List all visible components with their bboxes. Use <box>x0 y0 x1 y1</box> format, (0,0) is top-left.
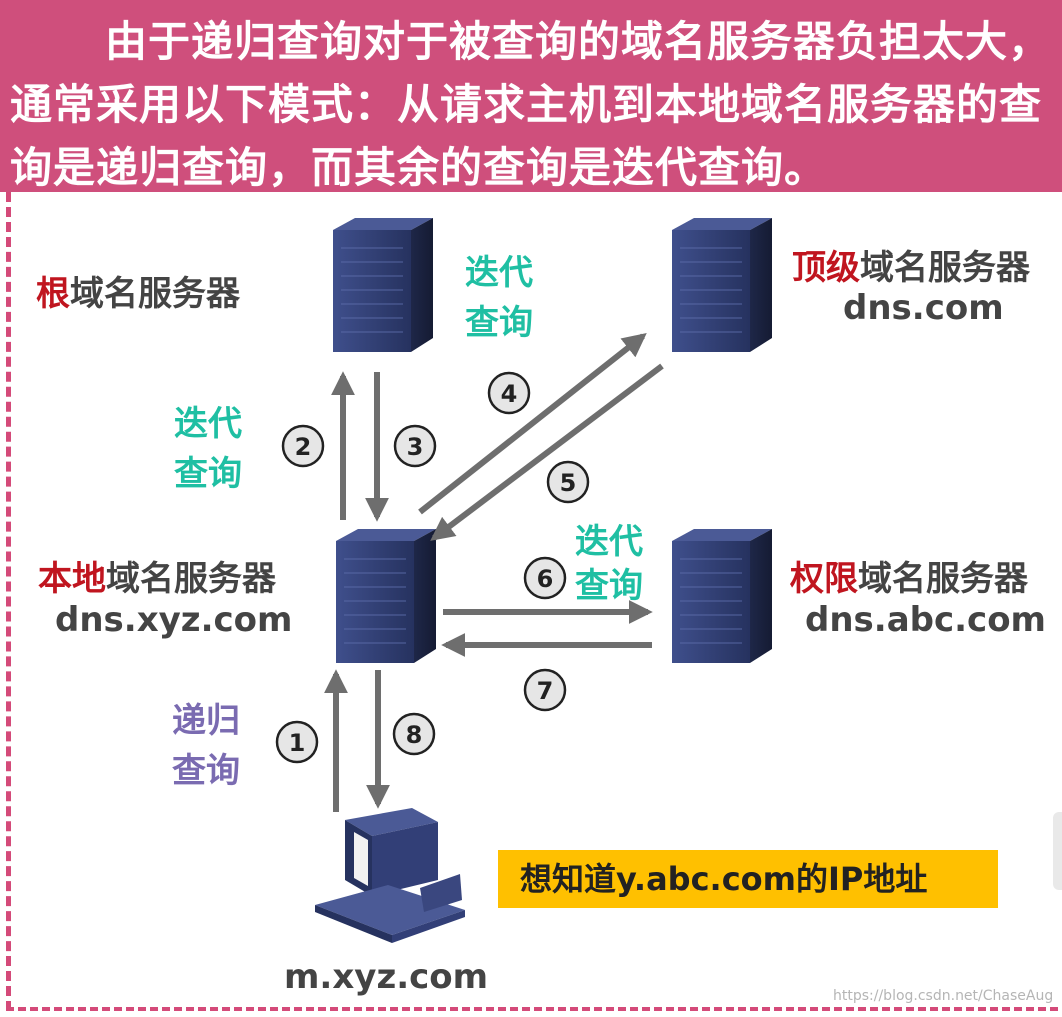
local-server-host: dns.xyz.com <box>55 600 293 640</box>
step-4-label: 4 <box>501 380 518 408</box>
iterative-query-auth-line2: 查询 <box>575 566 643 606</box>
iterative-query-top-line2: 查询 <box>465 303 533 343</box>
step-7-label: 7 <box>537 677 554 705</box>
step-5-label: 5 <box>560 469 577 497</box>
recursive-query-line1: 递归 <box>172 701 240 741</box>
recursive-query-label: 递归 查询 <box>172 696 240 796</box>
header-banner: 由于递归查询对于被查询的域名服务器负担太大，通常采用以下模式：从请求主机到本地域… <box>0 0 1062 192</box>
step-4-marker: 4 <box>487 371 531 415</box>
iterative-query-label-auth: 迭代 查询 <box>575 520 643 608</box>
iterative-query-label-top: 迭代 查询 <box>465 248 533 348</box>
iterative-query-root-line1: 迭代 <box>174 404 242 444</box>
auth-server-highlight: 权限 <box>790 559 858 599</box>
local-server-icon <box>335 528 437 664</box>
tld-server-icon <box>671 217 773 353</box>
step-3-marker: 3 <box>393 424 437 468</box>
root-server-suffix: 域名服务器 <box>70 274 240 314</box>
local-server-label: 本地域名服务器 <box>38 551 276 600</box>
root-server-icon <box>332 217 434 353</box>
query-goal-callout: 想知道y.abc.com的IP地址 <box>498 850 998 908</box>
client-host: m.xyz.com <box>284 957 489 997</box>
step-8-marker: 8 <box>392 712 436 756</box>
step-3-label: 3 <box>407 433 424 461</box>
diagram-frame <box>6 192 1058 1011</box>
auth-server-host: dns.abc.com <box>805 600 1046 640</box>
step-2-label: 2 <box>295 433 312 461</box>
computer-icon <box>315 808 465 943</box>
iterative-query-root-line2: 查询 <box>174 454 242 494</box>
tld-server-label: 顶级域名服务器 <box>792 240 1030 289</box>
root-server-label: 根域名服务器 <box>36 266 240 315</box>
step-8-label: 8 <box>406 721 423 749</box>
arrow-step-5 <box>430 363 664 541</box>
step-5-marker: 5 <box>546 460 590 504</box>
local-server-highlight: 本地 <box>38 559 106 599</box>
step-7-marker: 7 <box>523 668 567 712</box>
recursive-query-line2: 查询 <box>172 751 240 791</box>
iterative-query-auth-line1: 迭代 <box>575 522 643 562</box>
step-6-marker: 6 <box>523 556 567 600</box>
step-1-marker: 1 <box>275 720 319 764</box>
tld-server-highlight: 顶级 <box>792 248 860 288</box>
step-1-label: 1 <box>289 729 306 757</box>
step-6-label: 6 <box>537 565 554 593</box>
tld-server-host: dns.com <box>843 288 1004 328</box>
local-server-suffix: 域名服务器 <box>106 559 276 599</box>
iterative-query-label-root: 迭代 查询 <box>174 399 242 499</box>
auth-server-icon <box>671 528 773 664</box>
auth-server-label: 权限域名服务器 <box>790 551 1028 600</box>
auth-server-suffix: 域名服务器 <box>858 559 1028 599</box>
tld-server-suffix: 域名服务器 <box>860 248 1030 288</box>
scrollbar-edge[interactable] <box>1053 812 1062 890</box>
iterative-query-top-line1: 迭代 <box>465 253 533 293</box>
watermark: https://blog.csdn.net/ChaseAug <box>833 988 1054 1004</box>
header-text: 由于递归查询对于被查询的域名服务器负担太大，通常采用以下模式：从请求主机到本地域… <box>10 17 1052 192</box>
arrow-step-4 <box>418 333 647 515</box>
step-2-marker: 2 <box>281 424 325 468</box>
root-server-highlight: 根 <box>36 274 70 314</box>
